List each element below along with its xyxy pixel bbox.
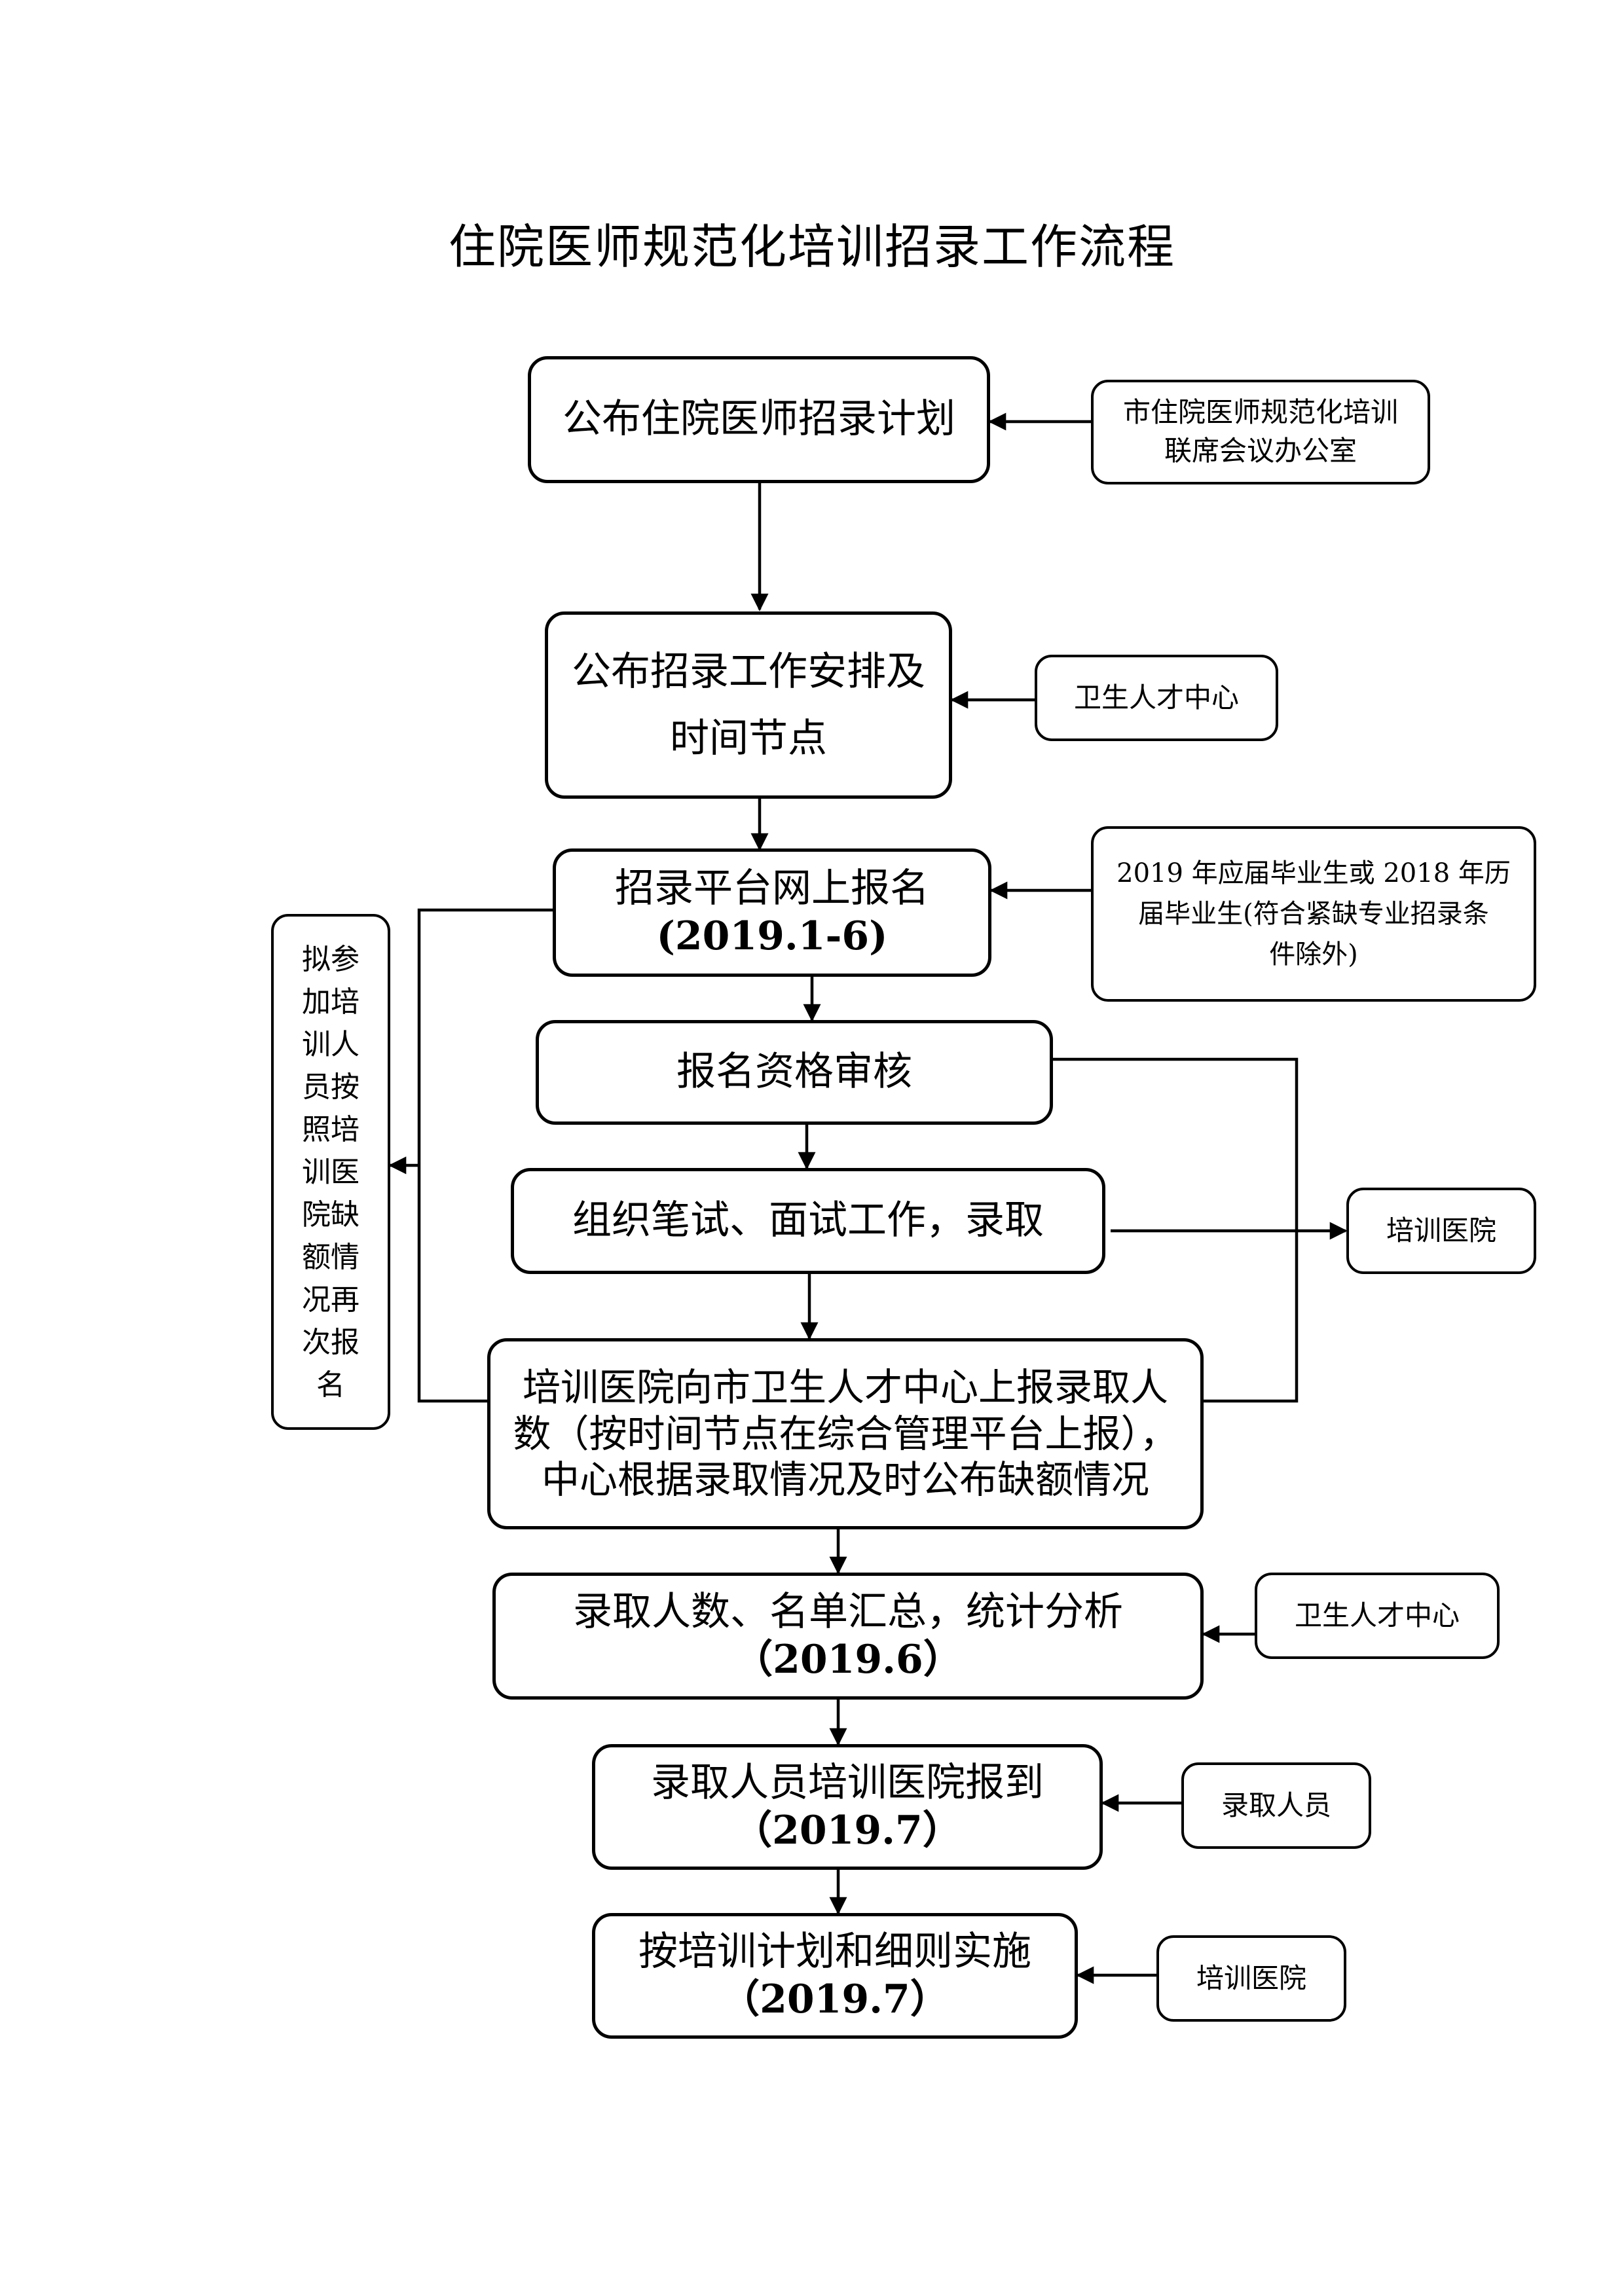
note-label: 市住院医师规范化培训 (1122, 396, 1398, 429)
note-label: 联席会议办公室 (1164, 435, 1357, 467)
left-note-line: 院缺 (302, 1197, 360, 1231)
note-health-talent-center-2: 卫生人才中心 (1255, 1573, 1500, 1659)
note-label: 录取人员 (1221, 1789, 1331, 1821)
note-training-hospital: 培训医院 (1346, 1188, 1536, 1274)
step-summary-analysis: 录取人数、名单汇总，统计分析 （2019.6） (492, 1573, 1204, 1700)
note-label: 培训医院 (1196, 1961, 1306, 1994)
step-label: 数（按时间节点在综合管理平台上报）， (513, 1411, 1178, 1456)
step-label: 公布住院医师招录计划 (563, 396, 955, 443)
step-label: 组织笔试、面试工作，录取 (572, 1197, 1044, 1244)
step-hospital-report: 录取人员培训医院报到 （2019.7） (592, 1744, 1103, 1870)
step-label: 录取人员培训医院报到 (651, 1759, 1044, 1806)
loop-right (1053, 1057, 1299, 1403)
note-label: 2019 年应届毕业生或 2018 年历 (1116, 858, 1511, 888)
step-publish-schedule: 公布招录工作安排及 时间节点 (545, 611, 952, 799)
note-label: 卫生人才中心 (1294, 1599, 1460, 1631)
note-label: 卫生人才中心 (1073, 681, 1239, 714)
step-label: 按培训计划和细则实施 (638, 1928, 1031, 1975)
page-title: 住院医师规范化培训招录工作流程 (448, 219, 1175, 274)
left-note-line: 拟参 (302, 942, 360, 976)
step-label: 中心根据录取情况及时公布缺额情况 (541, 1457, 1149, 1503)
step-label: 时间节点 (670, 716, 827, 761)
step-date: （2019.7） (733, 1808, 962, 1853)
left-note-line: 额情 (302, 1240, 360, 1274)
step-label: 公布招录工作安排及 (572, 649, 925, 695)
step-date: （2019.6） (733, 1637, 963, 1683)
step-date: （2019.7） (720, 1977, 950, 2022)
note-joint-meeting-office: 市住院医师规范化培训 联席会议办公室 (1091, 380, 1430, 484)
step-label: 招录平台网上报名 (615, 865, 929, 911)
left-note-line: 员按 (302, 1070, 360, 1104)
note-eligible-graduates: 2019 年应届毕业生或 2018 年历 届毕业生(符合紧缺专业招录条 件除外) (1091, 826, 1536, 1002)
step-exam-interview-admission: 组织笔试、面试工作，录取 (511, 1168, 1105, 1274)
note-admitted-personnel: 录取人员 (1181, 1762, 1371, 1849)
step-report-admissions: 培训医院向市卫生人才中心上报录取人 数（按时间节点在综合管理平台上报）， 中心根… (487, 1338, 1204, 1529)
left-note-line: 名 (316, 1368, 345, 1402)
note-training-hospital-2: 培训医院 (1156, 1935, 1346, 2022)
left-note-line: 加培 (302, 985, 360, 1019)
left-note-line: 次报 (302, 1325, 360, 1359)
step-implement-training: 按培训计划和细则实施 （2019.7） (592, 1913, 1078, 2039)
step-date: (2019.1-6) (656, 913, 888, 959)
note-label: 件除外) (1269, 939, 1358, 970)
left-note-line: 训人 (302, 1027, 360, 1061)
step-label: 报名资格审核 (676, 1049, 912, 1095)
left-note-line: 照培 (302, 1112, 360, 1146)
left-note-line: 况再 (302, 1283, 360, 1317)
step-qualification-review: 报名资格审核 (536, 1020, 1053, 1125)
step-online-registration: 招录平台网上报名 (2019.1-6) (553, 848, 991, 977)
step-label: 录取人数、名单汇总，统计分析 (573, 1588, 1123, 1635)
note-reapply-vertical: 拟参加培训人员按照培训医院缺额情况再次报名 (271, 914, 390, 1430)
step-publish-plan: 公布住院医师招录计划 (528, 356, 990, 483)
loop-left (417, 908, 553, 1403)
note-label: 届毕业生(符合紧缺专业招录条 (1138, 899, 1489, 929)
note-label: 培训医院 (1386, 1214, 1496, 1247)
left-note-line: 训医 (302, 1155, 360, 1189)
note-health-talent-center: 卫生人才中心 (1035, 655, 1278, 741)
step-label: 培训医院向市卫生人才中心上报录取人 (522, 1364, 1168, 1410)
